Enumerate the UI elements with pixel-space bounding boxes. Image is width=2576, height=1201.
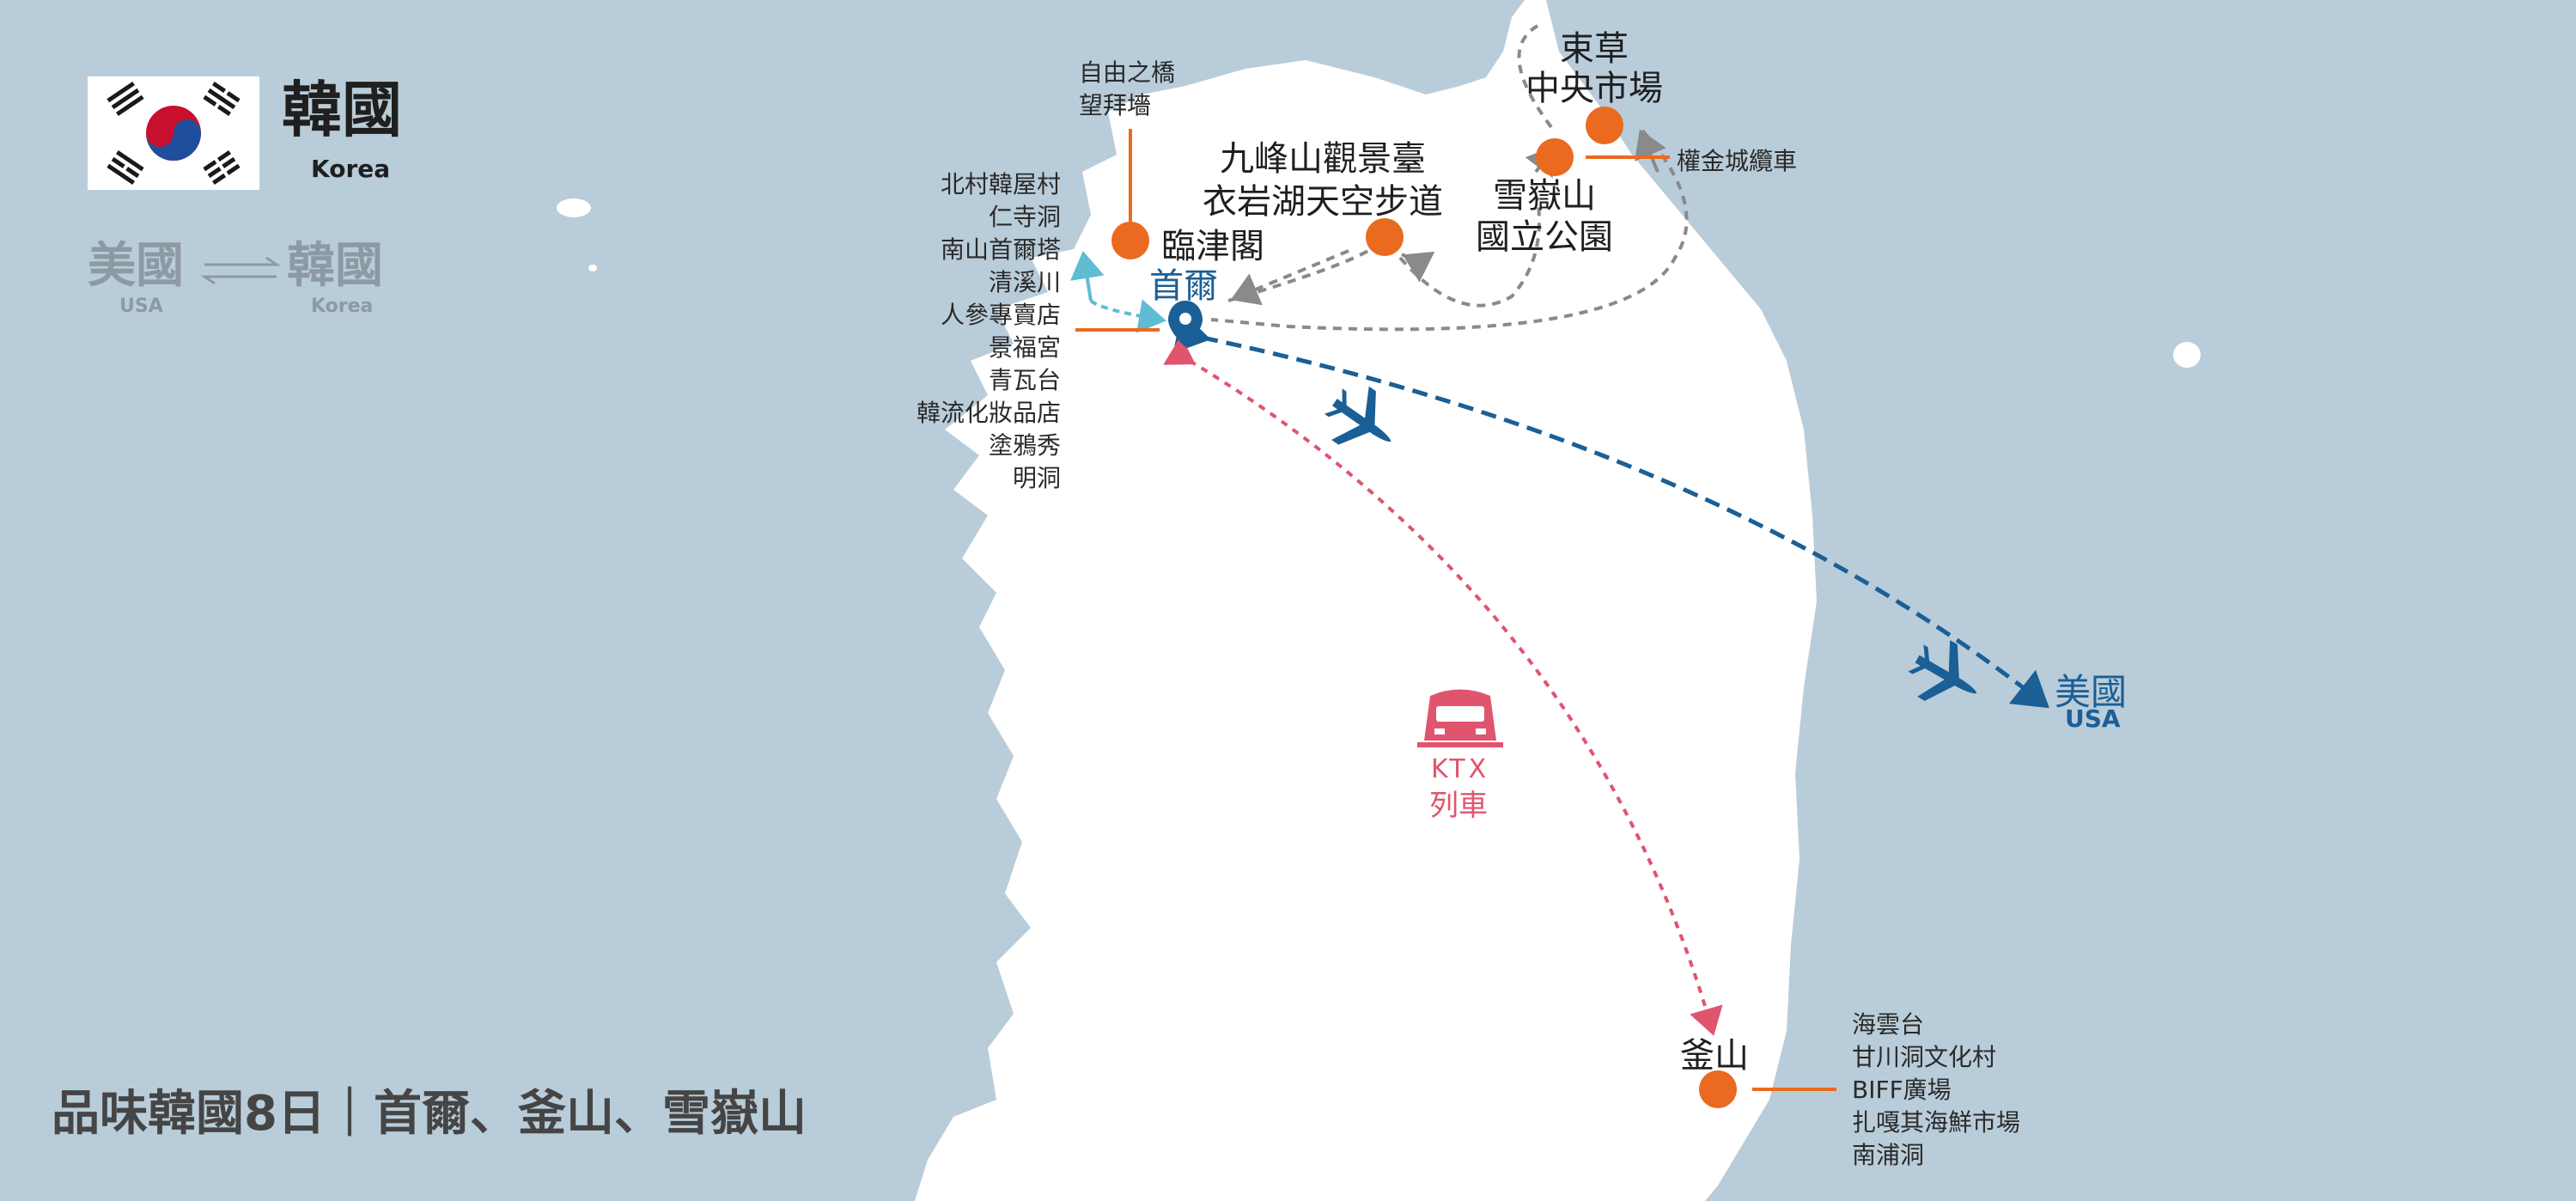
seoul-label: 首爾 <box>1149 266 1218 306</box>
gubongsan-marker <box>1366 218 1404 256</box>
route-to-label: 韓國 <box>287 238 383 294</box>
list-item: 明洞 <box>1012 464 1061 492</box>
list-item: 塗鴉秀 <box>988 431 1061 460</box>
seoul-local-route <box>1089 299 1166 333</box>
route-to-sub: Korea <box>311 296 374 317</box>
scenic-route <box>1210 24 1689 332</box>
exchange-arrows-icon <box>200 256 281 285</box>
gubongsan-label: 九峰山觀景臺 衣岩湖天空步道 <box>1203 137 1443 223</box>
scenic-route-arrow <box>1635 129 1666 173</box>
imjingak-label: 臨津閣 <box>1161 227 1264 266</box>
route-from-sub: USA <box>119 296 163 317</box>
country-subtitle: Korea <box>311 155 391 183</box>
busan-marker <box>1699 1070 1737 1108</box>
list-item: 韓流化妝品店 <box>916 399 1061 427</box>
scenic-route-arrow <box>1401 251 1435 283</box>
flag-icon <box>88 76 259 190</box>
list-item: 甘川洞文化村 <box>1852 1043 1997 1071</box>
cable-car-label: 權金城纜車 <box>1677 147 1798 175</box>
list-item: 青瓦台 <box>988 366 1061 394</box>
list-item: 自由之橋 <box>1079 58 1176 87</box>
list-item: 扎嘎其海鮮市場 <box>1852 1108 2021 1137</box>
seoraksan-marker <box>1536 138 1574 176</box>
airplane-icon <box>1908 640 1977 701</box>
island <box>588 265 597 271</box>
list-item: 清溪川 <box>988 268 1061 296</box>
tour-title: 品味韓國8日｜首爾、釜山、雪嶽山 <box>52 1086 807 1142</box>
ktx-sub: 列車 <box>1429 789 1488 823</box>
gubongsan-line-2: 衣岩湖天空步道 <box>1203 182 1443 222</box>
list-item: 望拜墻 <box>1079 91 1152 119</box>
seoraksan-line-2: 國立公園 <box>1476 217 1613 257</box>
list-item: 南山首爾塔 <box>940 235 1061 264</box>
seoraksan-line-1: 雪嶽山 <box>1493 176 1596 216</box>
island <box>2173 342 2201 368</box>
imjingak-marker <box>1111 222 1149 259</box>
route-from-label: 美國 <box>88 238 184 294</box>
gubongsan-line-1: 九峰山觀景臺 <box>1220 139 1426 179</box>
scenic-route-arrow <box>1230 249 1349 306</box>
list-item: 仁寺洞 <box>988 203 1061 231</box>
busan-label: 釜山 <box>1680 1036 1749 1076</box>
list-item: 南浦洞 <box>1852 1141 1925 1169</box>
location-pin-icon <box>1168 301 1203 347</box>
usa-label: 美國 <box>2055 671 2128 713</box>
seoul-spots-list: 北村韓屋村 仁寺洞 南山首爾塔 清溪川 人參專賣店 景福宮 青瓦台 韓流化妝品店… <box>917 168 1061 495</box>
list-item: 人參專賣店 <box>940 301 1061 329</box>
airplane-icon <box>1324 386 1392 445</box>
country-title: 韓國 <box>282 75 402 145</box>
island <box>557 198 591 217</box>
list-item: 海雲台 <box>1852 1010 1925 1039</box>
imjingak-notes: 自由之橋 望拜墻 <box>1079 57 1175 122</box>
list-item: 景福宮 <box>988 333 1061 362</box>
sokcho-label: 束草 中央市場 <box>1526 29 1663 108</box>
ktx-route <box>1163 335 1723 1036</box>
list-item: 北村韓屋村 <box>940 170 1061 198</box>
ktx-label: KTX <box>1431 754 1490 784</box>
busan-spots-list: 海雲台 甘川洞文化村 BIFF廣場 扎嘎其海鮮市場 南浦洞 <box>1852 1009 2020 1172</box>
sokcho-line-1: 束草 <box>1560 29 1629 69</box>
usa-sub: USA <box>2065 704 2121 733</box>
train-icon <box>1417 689 1503 747</box>
seoraksan-label: 雪嶽山 國立公園 <box>1476 175 1613 258</box>
list-item: BIFF廣場 <box>1852 1076 1952 1104</box>
sokcho-marker <box>1586 107 1623 144</box>
sokcho-line-2: 中央市場 <box>1526 69 1663 108</box>
seoul-local-route <box>1070 251 1105 302</box>
